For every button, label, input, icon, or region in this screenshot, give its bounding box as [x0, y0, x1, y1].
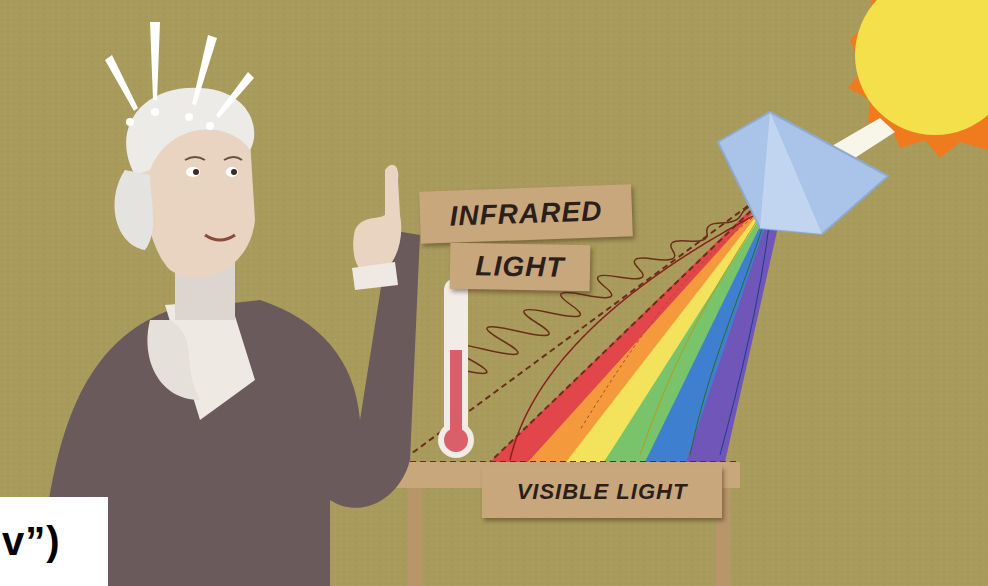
paper-label: VISIBLE LIGHT	[482, 466, 722, 518]
label-text: VISIBLE LIGHT	[517, 479, 688, 505]
exclamation-marks	[105, 22, 254, 130]
label-text: INFRARED	[449, 195, 603, 232]
label-text: LIGHT	[475, 250, 565, 284]
thermometer	[438, 278, 474, 458]
paper-label: INFRARED	[419, 184, 633, 243]
table	[390, 462, 740, 586]
label-text: v”)	[2, 519, 61, 564]
caption-box: v”)	[0, 497, 108, 586]
prism	[718, 112, 888, 234]
paper-label: LIGHT	[450, 243, 591, 291]
